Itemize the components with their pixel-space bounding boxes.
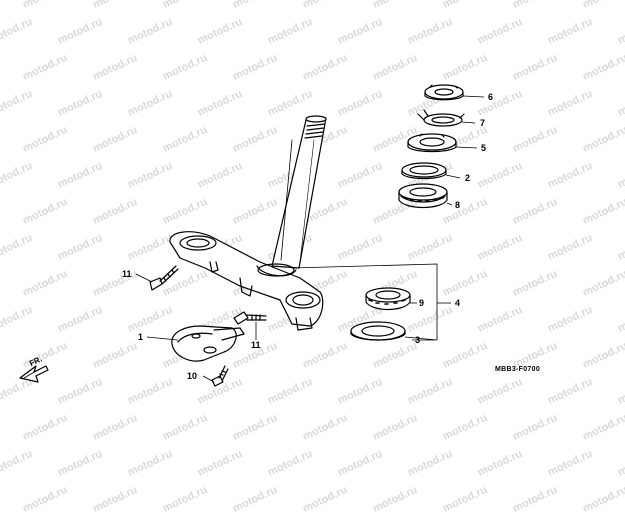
- screw-10: [211, 365, 229, 387]
- watermark-text: motod.ru: [370, 483, 419, 515]
- callout-10: 10: [187, 371, 198, 381]
- callout-11-center: 11: [251, 340, 261, 350]
- lock-bracket-1: [171, 325, 245, 362]
- callout-3: 3: [415, 335, 421, 345]
- steering-stem: [271, 115, 327, 269]
- watermark-text: motod.ru: [440, 483, 489, 515]
- callout-6: 6: [488, 92, 494, 102]
- callout-8: 8: [455, 200, 461, 210]
- adjusting-nut-5: [407, 133, 457, 153]
- bolt-11-center: [233, 311, 267, 325]
- diagram-code: MBB3-F0700: [495, 366, 541, 373]
- callout-4: 4: [455, 298, 461, 308]
- callout-5: 5: [481, 143, 487, 153]
- watermark-text: motod.ru: [510, 483, 559, 515]
- watermark-text: motod.ru: [580, 483, 625, 515]
- leader-lines: [135, 95, 485, 383]
- locknut-6: [424, 84, 464, 101]
- bearing-8: [398, 183, 448, 209]
- callout-2: 2: [465, 173, 471, 183]
- watermark-text: motod.ru: [300, 483, 349, 515]
- dust-seal-3: [350, 321, 406, 341]
- watermark-text: motod.ru: [90, 483, 139, 515]
- front-direction-arrow-icon: [19, 365, 49, 383]
- watermark-text: motod.ru: [230, 483, 279, 515]
- callout-7: 7: [480, 118, 486, 128]
- diagram-artwork: [19, 84, 485, 387]
- dust-seal-2: [401, 162, 447, 180]
- watermark-text: motod.ru: [20, 483, 69, 515]
- bearing-9: [365, 287, 411, 311]
- watermark-text: motod.ru: [160, 483, 209, 515]
- callout-1: 1: [138, 332, 144, 342]
- bolt-11-left: [149, 265, 179, 291]
- lower-triple-clamp: [169, 231, 324, 331]
- callout-9: 9: [419, 298, 425, 308]
- lock-washer-7: [417, 109, 465, 127]
- callout-11-left: 11: [122, 269, 132, 279]
